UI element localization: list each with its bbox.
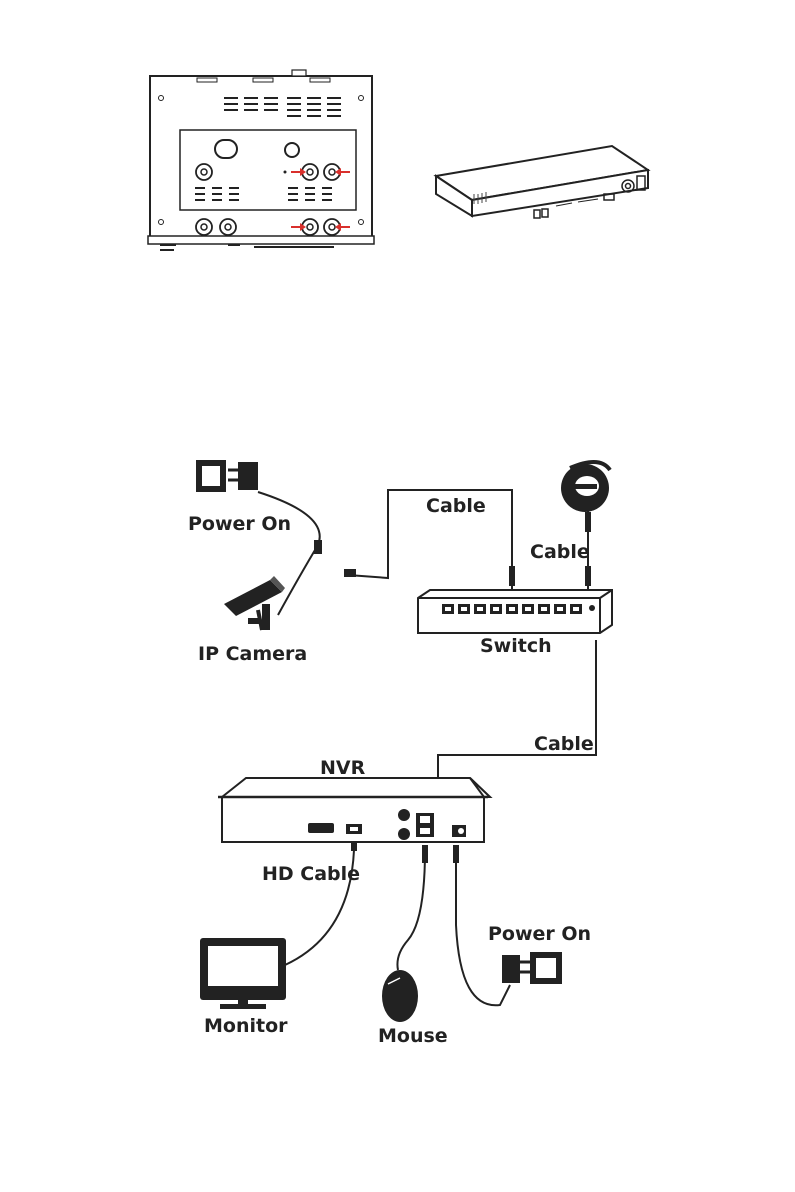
monitor-icon [200,938,286,1009]
cable-label: Cable [530,541,590,563]
ip-camera-icon [224,576,285,630]
monitor-label: Monitor [204,1015,288,1037]
mouse-label: Mouse [378,1025,448,1047]
power-adapter-icon [196,460,258,492]
nvr-device [218,778,490,842]
ip-camera-label: IP Camera [198,643,307,665]
internet-explorer-icon [561,462,610,512]
power-adapter-icon [502,952,562,984]
nvr-label: NVR [320,757,366,779]
power-on-label: Power On [188,513,291,535]
nvr-perspective-view [436,146,648,224]
switch-label: Switch [480,635,552,657]
nvr-bottom-view [148,70,374,250]
cable-label: Cable [534,733,594,755]
cable-label: Cable [426,495,486,517]
mouse-icon [382,970,418,1022]
power-on-label: Power On [488,923,591,945]
network-switch [418,590,612,633]
hd-cable-label: HD Cable [262,863,360,885]
